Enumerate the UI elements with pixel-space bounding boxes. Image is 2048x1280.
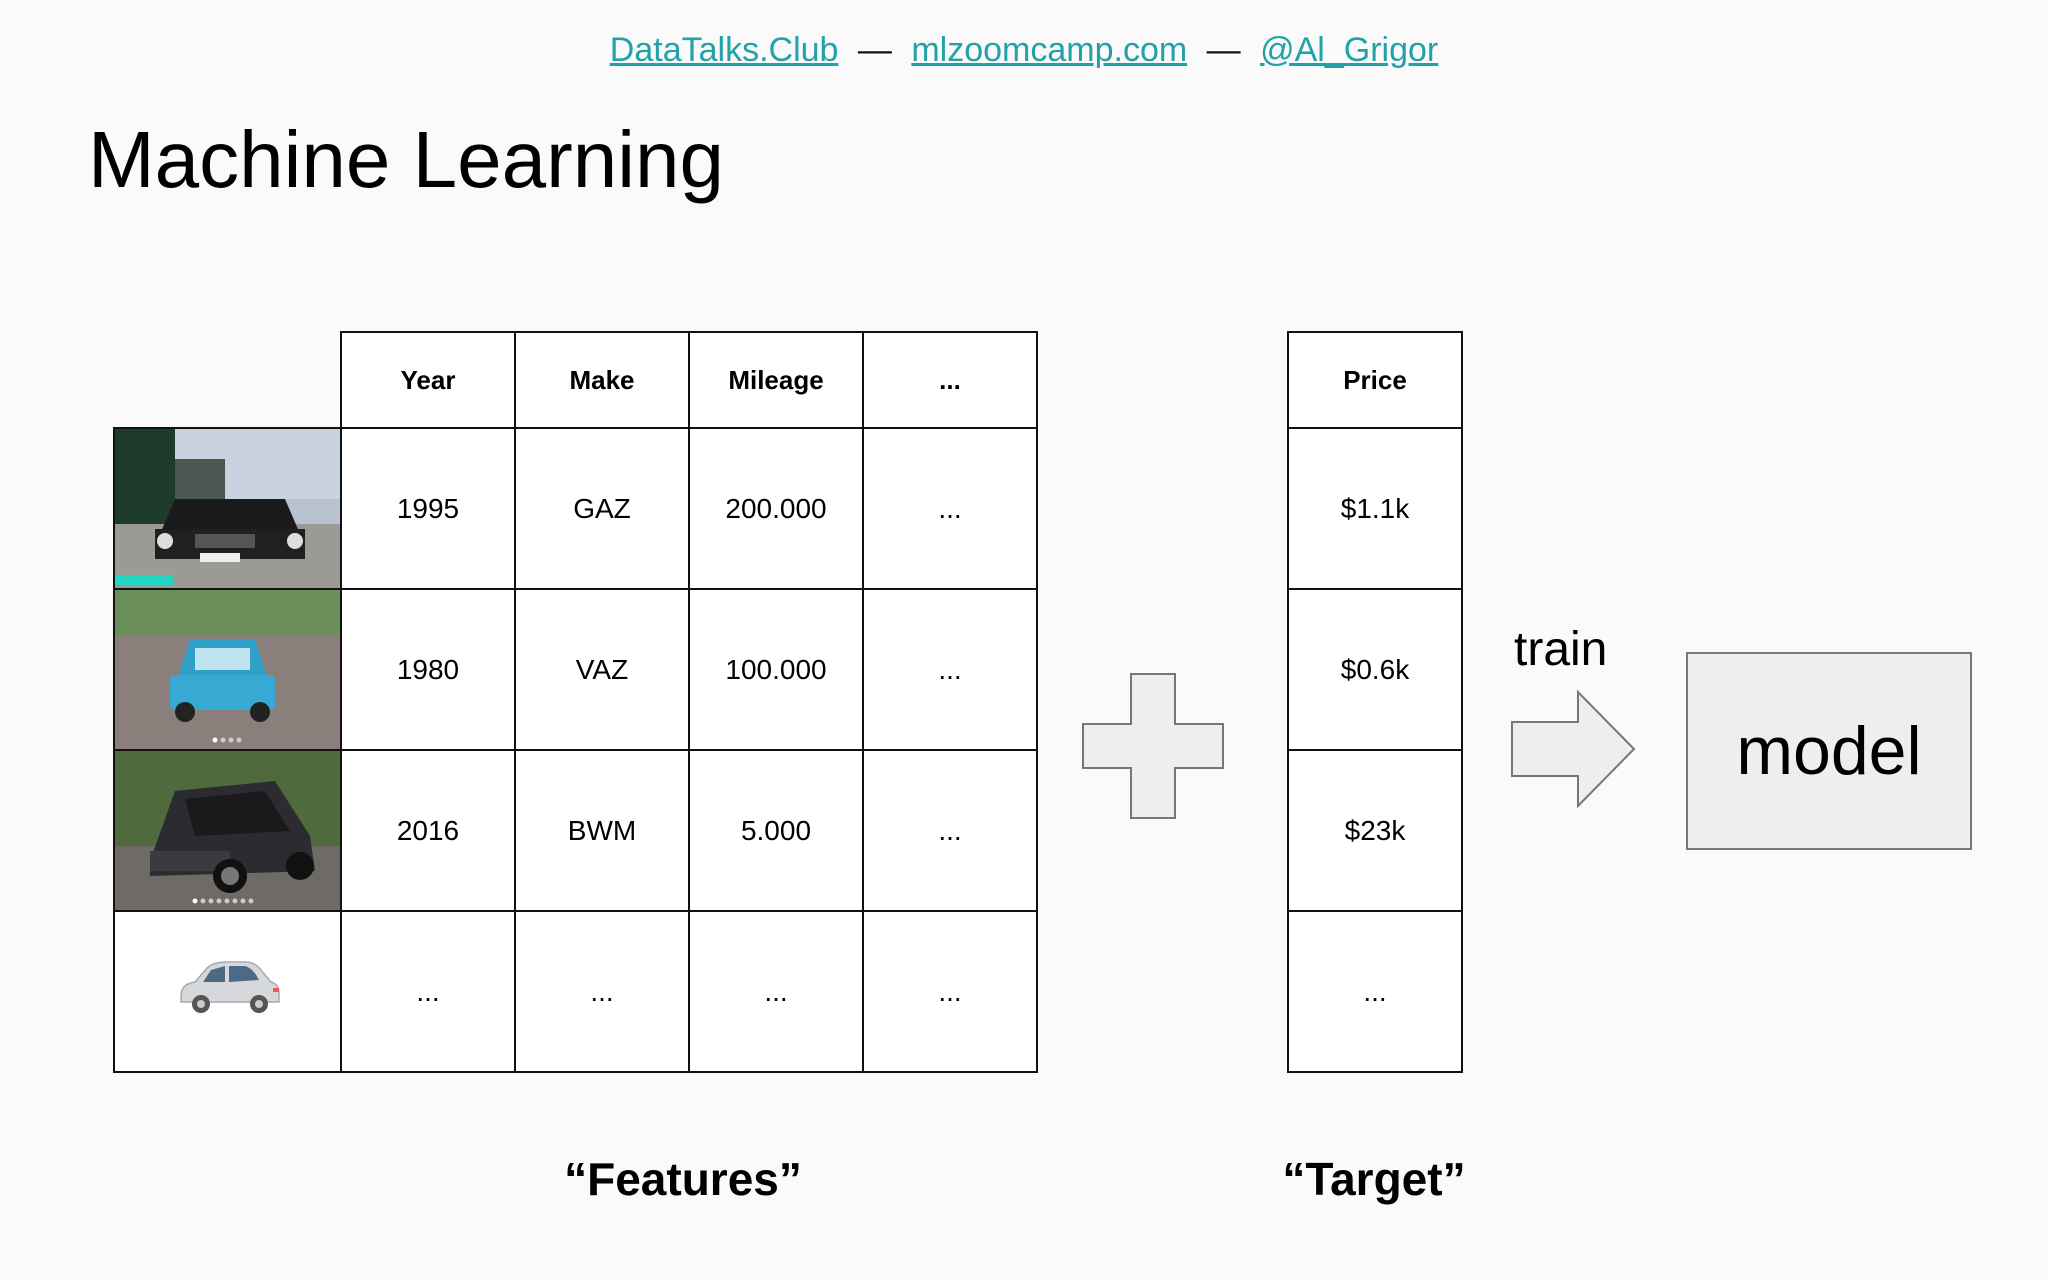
cell-make: BWM (514, 749, 690, 912)
header-more: ... (862, 331, 1038, 429)
cell-mileage: 5.000 (688, 749, 864, 912)
cell-make: GAZ (514, 427, 690, 590)
model-box: model (1686, 652, 1972, 850)
cell-year: 2016 (340, 749, 516, 912)
mlzoomcamp-link[interactable]: mlzoomcamp.com (911, 31, 1188, 69)
cell-price: $23k (1287, 749, 1463, 912)
cell-mileage: 100.000 (688, 588, 864, 751)
cell-more: ... (862, 910, 1038, 1073)
cell-price: $0.6k (1287, 588, 1463, 751)
car-photo-gaz (113, 427, 342, 590)
separator: — (1206, 31, 1241, 69)
target-table: Price $1.1k $0.6k $23k ... (1287, 331, 1463, 1073)
table-row: $0.6k (1287, 588, 1463, 751)
cell-price: ... (1287, 910, 1463, 1073)
header-mileage: Mileage (688, 331, 864, 429)
cell-make: VAZ (514, 588, 690, 751)
table-row: $1.1k (1287, 427, 1463, 590)
features-header-row: Year Make Mileage ... (114, 331, 1038, 429)
table-row: 2016 BWM 5.000 ... (113, 749, 1038, 912)
header-make: Make (514, 331, 690, 429)
cell-mileage: 200.000 (688, 427, 864, 590)
train-label: train (1514, 623, 1608, 676)
table-row: $23k (1287, 749, 1463, 912)
table-row: ... ... ... ... (113, 910, 1038, 1073)
car-photo-vaz (113, 588, 342, 751)
car-photo-bmw (113, 749, 342, 912)
header-links: DataTalks.Club — mlzoomcamp.com — @Al_Gr… (0, 28, 2048, 72)
cell-more: ... (862, 588, 1038, 751)
twitter-handle-link[interactable]: @Al_Grigor (1260, 31, 1439, 69)
car-emoji-icon (113, 910, 342, 1073)
cell-mileage: ... (688, 910, 864, 1073)
table-row: 1995 GAZ 200.000 ... (113, 427, 1038, 590)
cell-year: ... (340, 910, 516, 1073)
plus-icon (1082, 673, 1224, 819)
separator: — (857, 31, 892, 69)
model-label: model (1736, 713, 1922, 789)
datatalks-link[interactable]: DataTalks.Club (609, 31, 839, 69)
arrow-right-icon (1511, 690, 1636, 808)
cell-more: ... (862, 427, 1038, 590)
target-caption: “Target” (1282, 1153, 1466, 1205)
cell-year: 1995 (340, 427, 516, 590)
blank-corner (114, 332, 341, 428)
features-table: Year Make Mileage ... 1995 GAZ 200.000 (113, 331, 1038, 1073)
target-header-row: Price (1287, 331, 1463, 429)
table-row: ... (1287, 910, 1463, 1073)
header-year: Year (340, 331, 516, 429)
cell-make: ... (514, 910, 690, 1073)
table-row: 1980 VAZ 100.000 ... (113, 588, 1038, 751)
cell-year: 1980 (340, 588, 516, 751)
features-caption: “Features” (564, 1153, 802, 1205)
slide-title: Machine Learning (88, 115, 724, 204)
header-price: Price (1287, 331, 1463, 429)
cell-price: $1.1k (1287, 427, 1463, 590)
cell-more: ... (862, 749, 1038, 912)
